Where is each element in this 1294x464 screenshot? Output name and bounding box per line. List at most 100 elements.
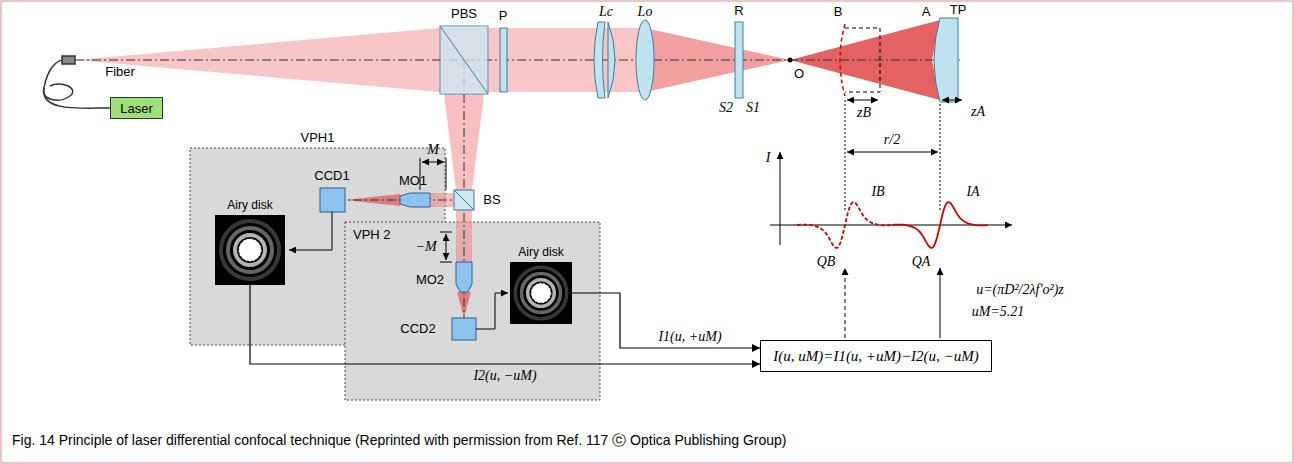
airy-ring xyxy=(528,280,555,307)
airy-ring xyxy=(243,243,257,257)
dimension-lines xyxy=(845,100,846,212)
axis-label: I xyxy=(766,150,771,165)
part-name: R xyxy=(734,4,743,18)
airy-ring xyxy=(522,274,561,313)
polarizing-beam-splitter xyxy=(440,26,488,94)
dimension-lines xyxy=(446,234,447,260)
airy-ring xyxy=(515,267,566,318)
airy-ring xyxy=(235,235,265,265)
panel-heading: Airy disk xyxy=(227,198,272,212)
airy-pattern xyxy=(215,215,285,285)
part-name: Lo xyxy=(638,4,653,19)
collimating-lens xyxy=(594,22,605,98)
ccd-camera xyxy=(452,318,476,340)
part-name: CCD2 xyxy=(400,322,435,336)
reference-plate xyxy=(735,22,743,98)
part-name: MO2 xyxy=(416,273,444,287)
part-name: A xyxy=(922,5,931,19)
laser-box: Laser xyxy=(110,97,163,119)
dimension: −M xyxy=(415,239,436,254)
surface-name: S1 xyxy=(746,100,760,115)
microscope-objective xyxy=(456,262,472,292)
signal-label: I1(u, +uM) xyxy=(658,329,721,344)
focus-point xyxy=(788,58,793,63)
airy-pattern xyxy=(510,262,572,324)
panel-heading: VPH1 xyxy=(191,130,444,145)
collimating-lens xyxy=(594,22,615,98)
polarizing-beam-splitter xyxy=(440,26,488,94)
dimension-lines xyxy=(446,158,447,190)
optical-axis xyxy=(75,60,960,318)
dimension-lines xyxy=(847,100,878,101)
dimension: r/2 xyxy=(884,132,900,147)
part-name: Lc xyxy=(599,4,613,19)
point-name: O xyxy=(794,67,804,81)
airy-disk-image: Airy disk xyxy=(215,215,285,285)
graph-axes xyxy=(770,152,1012,245)
beam-splitter xyxy=(454,190,474,210)
panel-heading: Airy disk xyxy=(518,245,563,259)
virtual-pinhole-panel: VPH 2 Airy disk xyxy=(345,222,600,400)
signal-lines xyxy=(289,212,508,329)
signal-name: QA xyxy=(912,254,931,269)
dimension: zB xyxy=(857,105,871,120)
formula: uM=5.21 xyxy=(972,304,1025,319)
surface-name: S2 xyxy=(719,100,733,115)
signal-name: QB xyxy=(817,254,836,269)
surface-b xyxy=(840,24,880,96)
airy-ring xyxy=(221,221,279,279)
dimension-lines xyxy=(422,162,444,163)
surface-b xyxy=(840,24,845,96)
signal-connector xyxy=(250,285,760,364)
dimension-lines xyxy=(420,100,962,262)
response-curve xyxy=(892,202,988,248)
formula-box: I(u, uM)=I1(u, +uM)−I2(u, −uM) xyxy=(760,340,992,372)
airy-ground xyxy=(510,262,572,324)
formula: u=(πD²/2λf′o²)z xyxy=(976,282,1064,297)
dimension-lines xyxy=(847,152,938,153)
ccd-camera xyxy=(320,188,476,340)
optical-fiber xyxy=(43,84,72,100)
airy-ring xyxy=(228,228,272,272)
polarizer xyxy=(500,28,507,92)
response-curve xyxy=(797,202,988,248)
panel-heading: VPH 2 xyxy=(353,227,391,242)
graph-axes xyxy=(780,152,781,245)
part-name: BS xyxy=(483,193,500,207)
dimension: zA xyxy=(971,104,985,119)
part-name: PBS xyxy=(451,7,477,21)
microscope-objective xyxy=(400,193,472,292)
optical-fiber xyxy=(44,60,110,108)
test-mirror xyxy=(934,18,958,102)
pinhole-circle xyxy=(239,239,261,261)
objective-lens xyxy=(636,20,654,100)
test-mirror xyxy=(934,18,958,102)
dimension-lines xyxy=(440,232,452,233)
beam-splitter xyxy=(454,190,474,210)
part-name: B xyxy=(834,5,843,19)
feedback-arrows xyxy=(845,268,846,338)
optical-axis xyxy=(75,60,960,61)
polarizing-beam-splitter xyxy=(440,26,488,94)
box-label: Laser xyxy=(120,101,153,116)
box-label: I(u, uM)=I1(u, +uM)−I2(u, −uM) xyxy=(773,348,978,365)
reference-plate xyxy=(735,22,743,98)
surface-b xyxy=(845,28,880,92)
part-name: TP xyxy=(950,3,967,17)
part-name: Fiber xyxy=(105,65,135,79)
signal-label: I2(u, −uM) xyxy=(473,368,536,383)
airy-ring xyxy=(535,287,547,299)
signal-connector xyxy=(572,293,760,348)
figure-caption: Fig. 14 Principle of laser differential … xyxy=(12,432,1282,450)
airy-ground xyxy=(215,215,285,285)
microscope-objective xyxy=(400,193,430,207)
objective-lens xyxy=(636,20,654,100)
ccd-camera xyxy=(320,188,345,212)
signal-name: IB xyxy=(871,184,884,199)
